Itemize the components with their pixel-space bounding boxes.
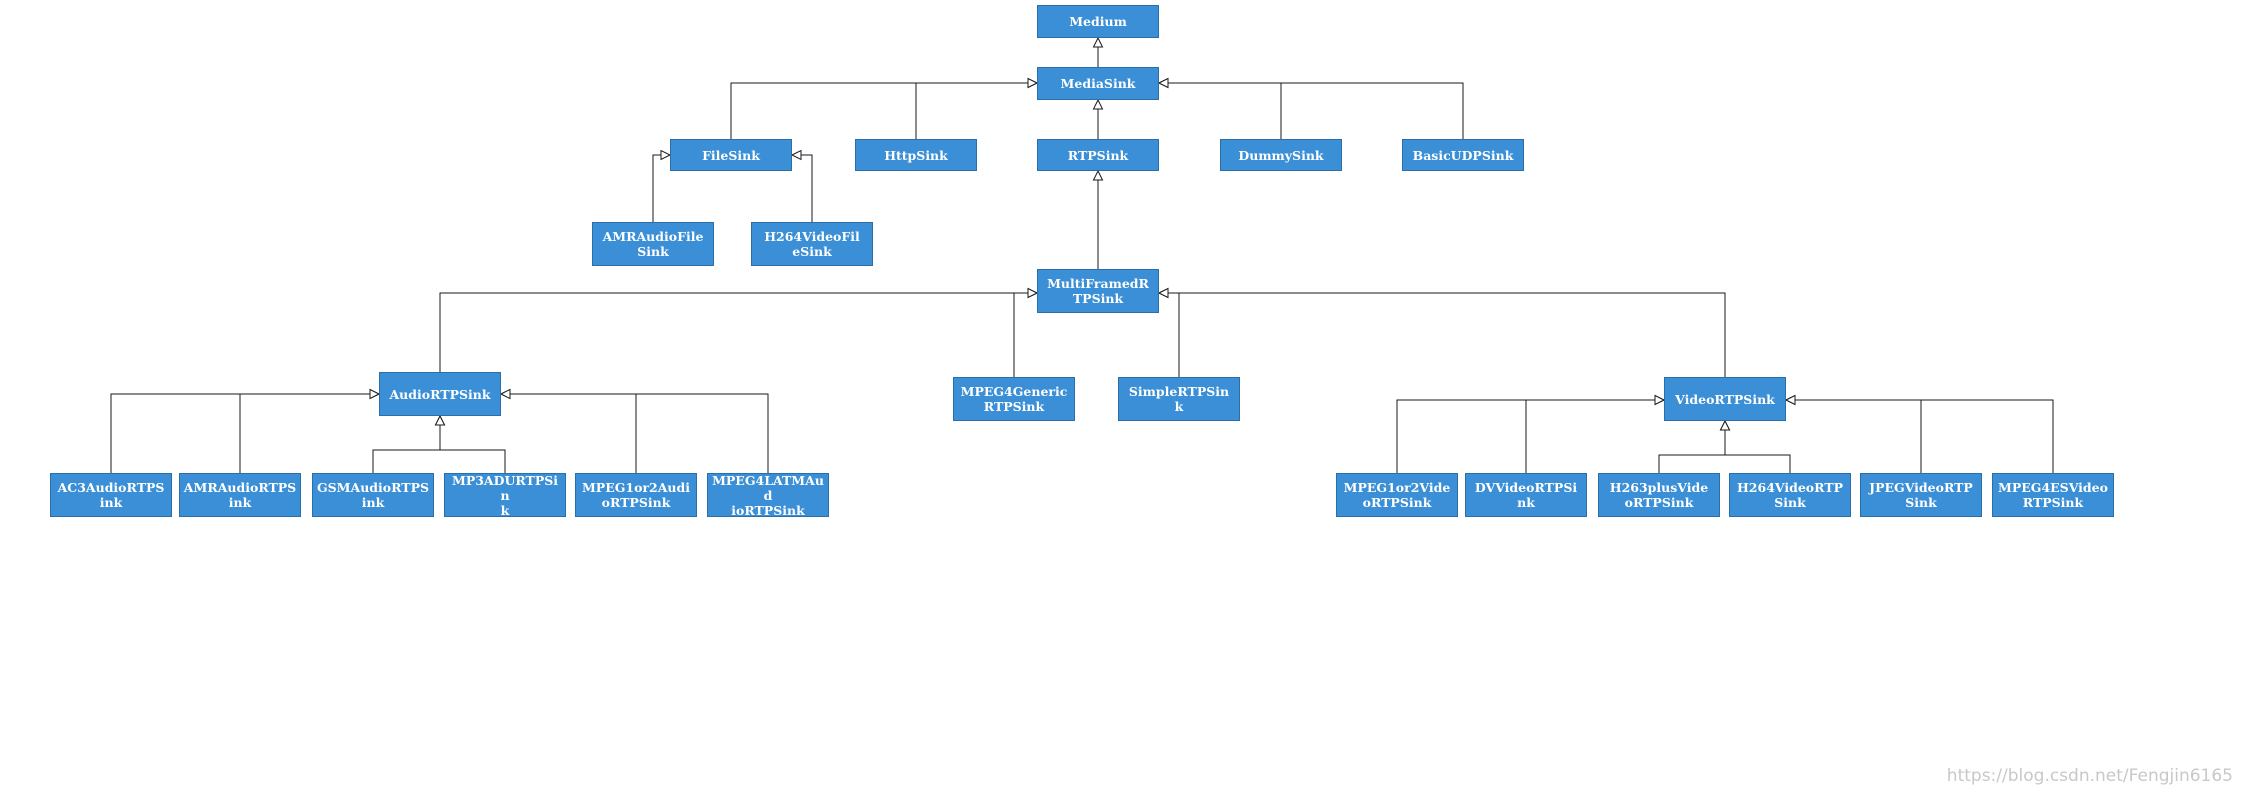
- arrowhead-icon: [1784, 394, 1796, 406]
- arrowhead-icon: [434, 414, 446, 426]
- node-mp3adurtpsink: MP3ADURTPSin k: [444, 473, 566, 518]
- arrowhead-icon: [1027, 77, 1039, 89]
- arrowhead-icon: [1092, 36, 1104, 48]
- node-videortpsink: VideoRTPSink: [1664, 377, 1786, 421]
- node-filesink: FileSink: [670, 139, 792, 171]
- inherit-edge-gsmaudiortpsink-to-audiortpsink: [372, 414, 446, 473]
- inherit-edge-httpsink-to-mediasink: [915, 77, 1039, 139]
- node-jpegvideortpsink: JPEGVideoRTP Sink: [1860, 473, 1982, 517]
- inherit-edge-basicudpsink-to-mediasink: [1157, 77, 1464, 139]
- inherit-edge-h263plusvideortpsink-to-videortpsink: [1658, 419, 1731, 473]
- inherit-edge-videortpsink-to-multiframedrtpsink: [1157, 287, 1726, 377]
- inherit-edge-mpeg4esvideortpsink-to-videortpsink: [1784, 394, 2054, 473]
- node-mediasink: MediaSink: [1037, 67, 1159, 100]
- inherit-edge-mpeg1or2videortpsink-to-videortpsink: [1396, 394, 1666, 473]
- inherit-edge-rtpsink-to-mediasink: [1092, 98, 1104, 139]
- node-multiframedrtpsink: MultiFramedR TPSink: [1037, 269, 1159, 313]
- arrowhead-icon: [790, 149, 802, 161]
- node-amraudiofilesink: AMRAudioFile Sink: [592, 222, 714, 266]
- inherit-edge-mp3adurtpsink-to-audiortpsink: [434, 414, 506, 473]
- inherit-edge-mpeg4genericrtpsink-to-multiframedrtpsink: [1013, 287, 1039, 377]
- arrowhead-icon: [1092, 169, 1104, 181]
- arrowhead-icon: [660, 149, 672, 161]
- arrowhead-icon: [1027, 287, 1039, 299]
- node-amraudiortpsink: AMRAudioRTPS ink: [179, 473, 301, 517]
- watermark: https://blog.csdn.net/Fengjin6165: [1946, 766, 2233, 786]
- inherit-edge-ac3audiortpsink-to-audiortpsink: [110, 388, 381, 473]
- arrowhead-icon: [1157, 77, 1169, 89]
- inherit-edge-jpegvideortpsink-to-videortpsink: [1784, 394, 1922, 473]
- node-mpeg4latmaudiortpsink: MPEG4LATMAud ioRTPSink: [707, 473, 829, 518]
- inherit-edge-h264videofilesink-to-filesink: [790, 149, 813, 222]
- node-dummysink: DummySink: [1220, 139, 1342, 171]
- node-mpeg1or2videortpsink: MPEG1or2Vide oRTPSink: [1336, 473, 1458, 517]
- inherit-edge-mediasink-to-medium: [1092, 36, 1104, 67]
- node-rtpsink: RTPSink: [1037, 139, 1159, 171]
- node-dvvideortpsink: DVVideoRTPSi nk: [1465, 473, 1587, 517]
- node-ac3audiortpsink: AC3AudioRTPS ink: [50, 473, 172, 517]
- inherit-edge-h264videortpsink-to-videortpsink: [1719, 419, 1791, 473]
- inherit-edge-amraudiofilesink-to-filesink: [652, 149, 672, 222]
- node-h264videofilesink: H264VideoFil eSink: [751, 222, 873, 266]
- arrowhead-icon: [1654, 394, 1666, 406]
- node-mpeg1or2audiortpsink: MPEG1or2Audi oRTPSink: [575, 473, 697, 517]
- node-gsmaudiortpsink: GSMAudioRTPS ink: [312, 473, 434, 517]
- node-h264videortpsink: H264VideoRTP Sink: [1729, 473, 1851, 517]
- arrowhead-icon: [1719, 419, 1731, 431]
- node-medium: Medium: [1037, 5, 1159, 38]
- arrowhead-icon: [1092, 98, 1104, 110]
- node-basicudpsink: BasicUDPSink: [1402, 139, 1524, 171]
- arrowhead-icon: [1157, 287, 1169, 299]
- inherit-edge-audiortpsink-to-multiframedrtpsink: [439, 287, 1039, 372]
- node-mpeg4esvideortpsink: MPEG4ESVideo RTPSink: [1992, 473, 2114, 517]
- inherit-edge-multiframedrtpsink-to-rtpsink: [1092, 169, 1104, 269]
- node-h263plusvideortpsink: H263plusVide oRTPSink: [1598, 473, 1720, 517]
- inherit-edge-dvvideortpsink-to-videortpsink: [1525, 394, 1666, 473]
- arrowhead-icon: [499, 388, 511, 400]
- inherit-edge-mpeg1or2audiortpsink-to-audiortpsink: [499, 388, 637, 473]
- inherit-edge-amraudiortpsink-to-audiortpsink: [239, 388, 381, 473]
- node-audiortpsink: AudioRTPSink: [379, 372, 501, 416]
- node-httpsink: HttpSink: [855, 139, 977, 171]
- node-mpeg4genericrtpsink: MPEG4Generic RTPSink: [953, 377, 1075, 421]
- inherit-edge-filesink-to-mediasink: [730, 77, 1039, 139]
- inherit-edge-mpeg4latmaudiortpsink-to-audiortpsink: [499, 388, 769, 473]
- inherit-edge-dummysink-to-mediasink: [1157, 77, 1282, 139]
- node-simplertpsink: SimpleRTPSin k: [1118, 377, 1240, 421]
- arrowhead-icon: [369, 388, 381, 400]
- inherit-edge-simplertpsink-to-multiframedrtpsink: [1157, 287, 1180, 377]
